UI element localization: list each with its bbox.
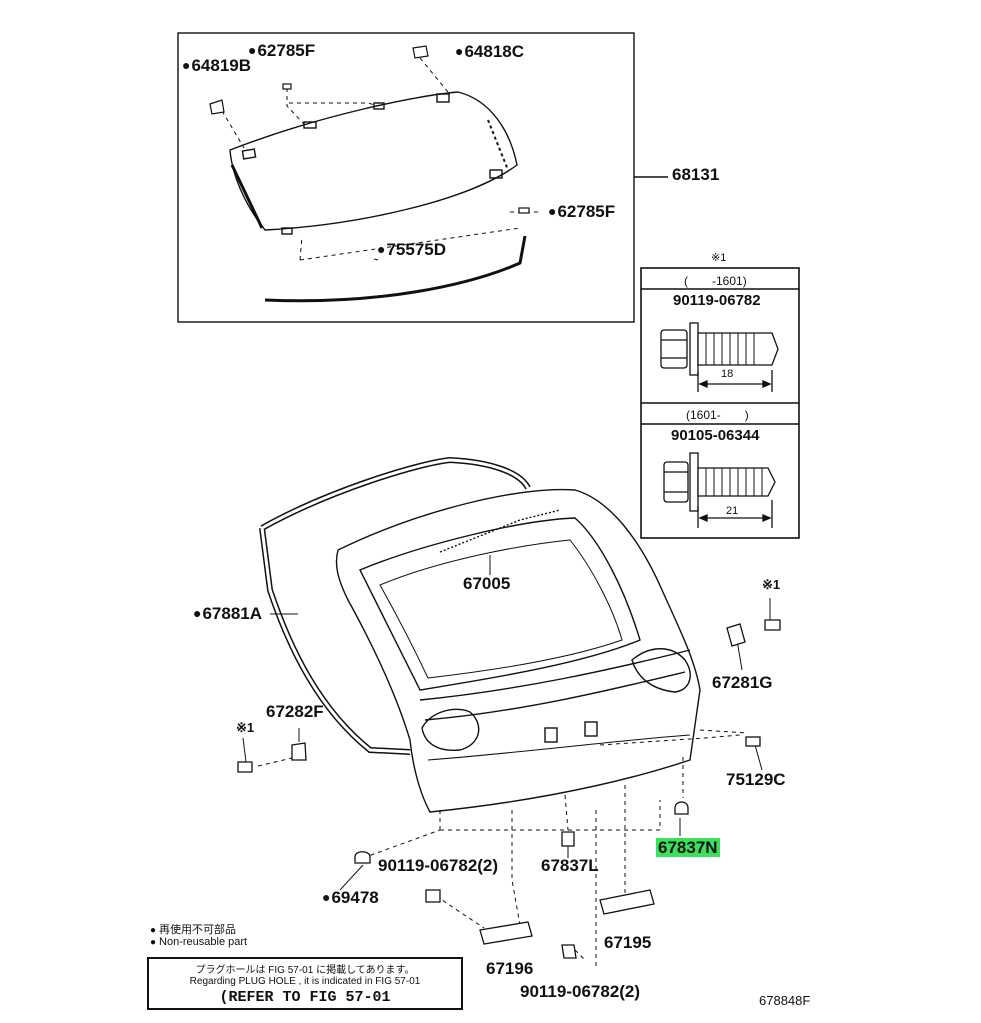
- part-label-67837n[interactable]: 67837N: [656, 838, 720, 858]
- hinge-cover-67282f: [291, 742, 307, 761]
- inset-dim-2: 21: [726, 505, 739, 517]
- cover-67195: [599, 889, 655, 915]
- part-label-67005[interactable]: 67005: [463, 574, 511, 593]
- clip-64819b: [209, 99, 225, 115]
- reference-jp: プラグホールは FIG 57-01 に掲載してあります。: [195, 965, 415, 976]
- part-label-67282f[interactable]: 67282F: [266, 702, 324, 721]
- weatherstrip: [259, 456, 531, 755]
- back-glass: [229, 91, 518, 235]
- figure-code: 678848F: [759, 993, 811, 1008]
- inset-marker: ※1: [711, 252, 727, 264]
- bolt-lower-left: [425, 889, 441, 903]
- bolt-left: [237, 761, 253, 773]
- bolt-90119-06782-drawing: [660, 322, 779, 392]
- part-label-67195[interactable]: 67195: [604, 933, 652, 952]
- part-label-67837l[interactable]: 67837L: [541, 856, 599, 875]
- reference-en: Regarding PLUG HOLE , it is indicated in…: [189, 976, 421, 987]
- part-label-64818c[interactable]: 64818C: [455, 42, 524, 62]
- inset-dim-1: 18: [721, 368, 734, 380]
- part-label-90119-left[interactable]: 90119-06782(2): [378, 856, 499, 875]
- back-window-molding: [264, 235, 527, 303]
- glass-group-frame: [177, 32, 635, 323]
- part-label-90119-bottom[interactable]: 90119-06782(2): [520, 982, 641, 1001]
- cushion-69478: [354, 851, 371, 864]
- ref-mark-right: ※1: [762, 577, 781, 592]
- inset-part-2[interactable]: 90105-06344: [671, 427, 760, 444]
- plug-67837l: [561, 831, 575, 847]
- highlighted-part-number: 67837N: [656, 838, 720, 857]
- part-label-64819b[interactable]: 64819B: [182, 56, 251, 76]
- inset-part-1[interactable]: 90119-06782: [673, 292, 761, 309]
- bolt-lower-center: [561, 944, 577, 959]
- part-label-68131[interactable]: 68131: [672, 165, 720, 184]
- clip-64818c: [412, 45, 429, 59]
- hinge-cover-67281g: [726, 623, 746, 647]
- ref-mark-left: ※1: [236, 720, 255, 735]
- part-label-75575d[interactable]: 75575D: [377, 240, 446, 260]
- bolt-right: [764, 619, 781, 631]
- cover-67196: [479, 921, 533, 945]
- plug-67837n: [674, 801, 689, 815]
- part-label-67281g[interactable]: 67281G: [712, 673, 773, 692]
- part-label-69478[interactable]: 69478: [322, 888, 378, 908]
- legend-jp: 再使用不可部品: [150, 921, 236, 937]
- part-label-62785f-top[interactable]: 62785F: [248, 41, 315, 61]
- part-label-67196[interactable]: 67196: [486, 959, 534, 978]
- part-label-67881a[interactable]: 67881A: [193, 604, 262, 624]
- back-door-panel: [335, 488, 701, 813]
- clip-62785f: [282, 83, 292, 90]
- part-label-62785f-right[interactable]: 62785F: [548, 202, 615, 222]
- part-label-75129c[interactable]: 75129C: [726, 770, 786, 789]
- reference-note-box: プラグホールは FIG 57-01 に掲載してあります。 Regarding P…: [147, 957, 463, 1010]
- inset-range-1: ( -1601): [684, 274, 747, 288]
- bolt-90105-06344-drawing: [663, 452, 776, 528]
- legend-en: Non-reusable part: [150, 936, 247, 948]
- plug-75129c: [745, 736, 761, 747]
- reference-main[interactable]: (REFER TO FIG 57-01: [219, 989, 391, 1006]
- inset-range-2: (1601- ): [686, 408, 749, 422]
